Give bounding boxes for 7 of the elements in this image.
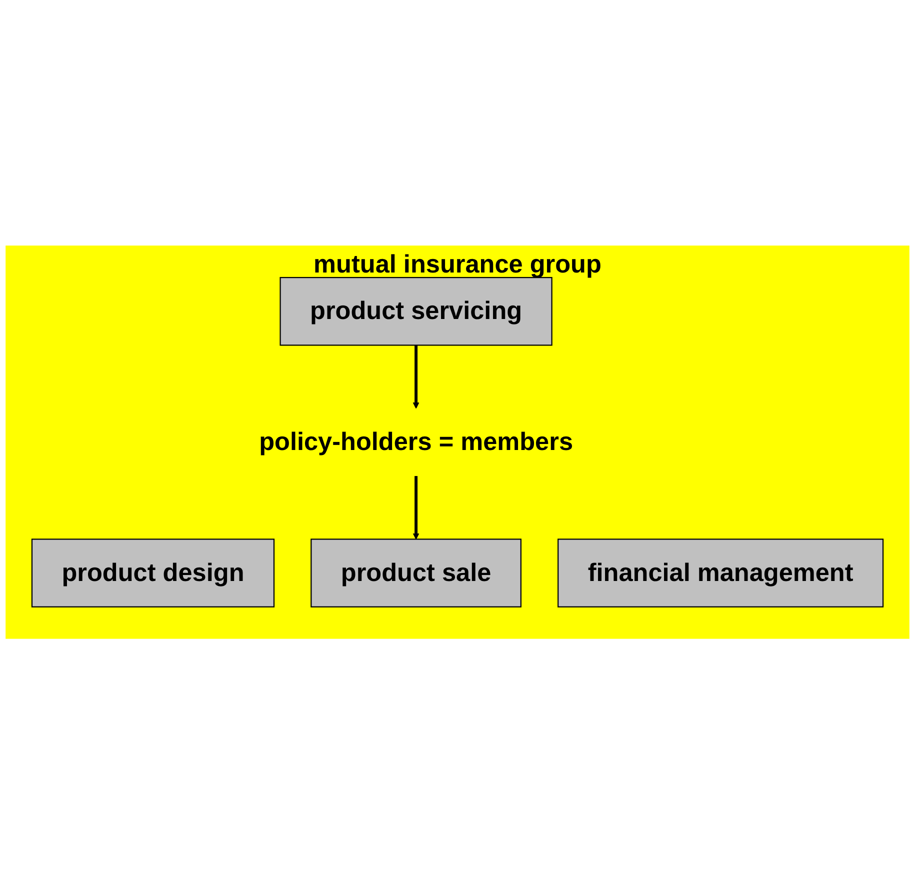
node-text: policy-holders = members: [259, 427, 574, 456]
node-box: product sale: [310, 538, 522, 608]
node-box: product design: [31, 538, 275, 608]
arrow: [412, 344, 420, 408]
arrow: [412, 476, 420, 540]
node-box: product servicing: [280, 276, 552, 346]
node-box: financial management: [558, 538, 884, 608]
